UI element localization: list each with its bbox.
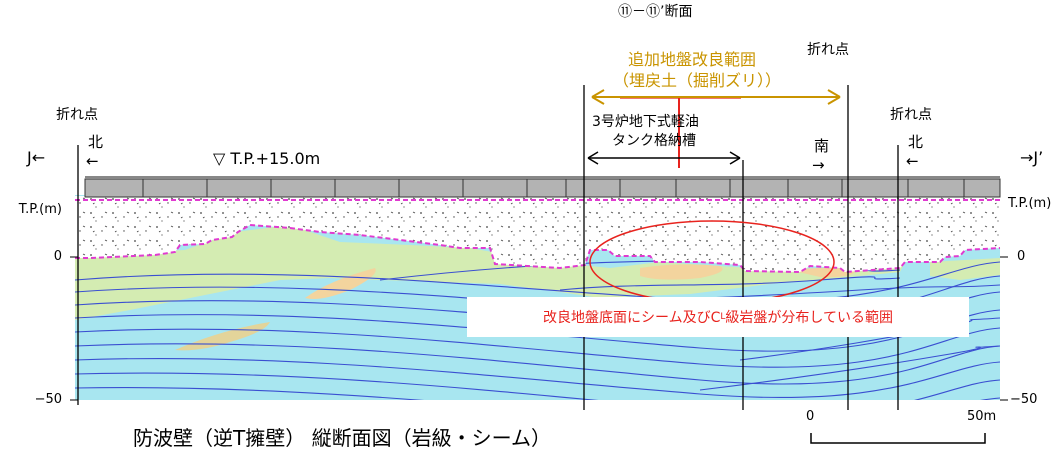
seam-line: [699, 345, 1000, 391]
wall-block-joints: [142, 179, 965, 197]
direction-j-right: →J’: [1020, 148, 1044, 167]
tan-lens-left: [305, 268, 376, 299]
tank-arrow-head-right: [729, 151, 741, 165]
section-label: ⑪－⑪’断面: [618, 4, 693, 20]
bend-point-left-label: 折れ点: [56, 107, 98, 123]
bend-point-right-label: 折れ点: [890, 107, 932, 123]
scale-end-label: 50m: [967, 409, 997, 424]
south-label: 南: [814, 137, 830, 155]
seawall-top: [84, 178, 1001, 198]
magenta-boundary: [75, 199, 1001, 274]
water-level-label: ▽ T.P.+15.0m: [213, 149, 321, 168]
seam-line: [75, 261, 1000, 303]
improvement-arrow-head-left: [591, 89, 605, 105]
axis-minus50-right: −50: [1010, 392, 1038, 407]
seam-line: [559, 276, 901, 291]
north-left-label: 北: [88, 133, 104, 151]
axis-unit-left: T.P.(m): [18, 202, 62, 217]
bend-point-center-label: 折れ点: [807, 42, 849, 58]
north-right-label: 北: [908, 133, 924, 151]
direction-j-left: J←: [27, 148, 46, 167]
south-arrow: →: [812, 156, 825, 174]
tan-lens-right: [790, 267, 855, 278]
scale-bar: [810, 433, 986, 444]
tank-arrow-head-left: [587, 151, 599, 165]
axis-unit-right: T.P.(m): [1008, 196, 1052, 211]
tan-lens-lower: [175, 322, 270, 351]
green-rock-zone-left: [75, 225, 905, 320]
improvement-range-line2: （埋戻土（掘削ズリ））: [613, 71, 782, 90]
seam-line: [75, 327, 1000, 368]
axis-zero-right: 0: [1017, 249, 1026, 264]
tank-label-line1: 3号炉地下式軽油: [592, 114, 699, 130]
figure-title: 防波壁（逆T擁壁） 縦断面図（岩級・シーム）: [133, 426, 551, 450]
seam-line: [75, 343, 1000, 385]
seam-line: [75, 387, 1000, 400]
north-right-arrow: ←: [906, 152, 919, 170]
region-note-post: 級岩盤が分布している範囲: [725, 310, 893, 326]
scale-zero-label: 0: [806, 409, 815, 424]
region-note-pre: 改良地盤底面にシーム及びC: [543, 310, 721, 326]
seam-line: [75, 357, 1000, 399]
wall-cap-shadow: [85, 176, 1000, 179]
improvement-range-line1: 追加地盤改良範囲: [628, 50, 757, 69]
axis-zero-left: 0: [53, 249, 62, 264]
improvement-arrow-head-right: [827, 89, 841, 105]
backfill-layer: [75, 196, 1000, 272]
tan-lens-center: [640, 264, 723, 280]
region-note-sub: L: [720, 312, 726, 322]
axis-minus50-left: −50: [34, 392, 62, 407]
tank-label-line2: タンク格納槽: [612, 133, 696, 149]
north-left-arrow: ←: [86, 152, 99, 170]
seam-line: [75, 372, 1000, 400]
